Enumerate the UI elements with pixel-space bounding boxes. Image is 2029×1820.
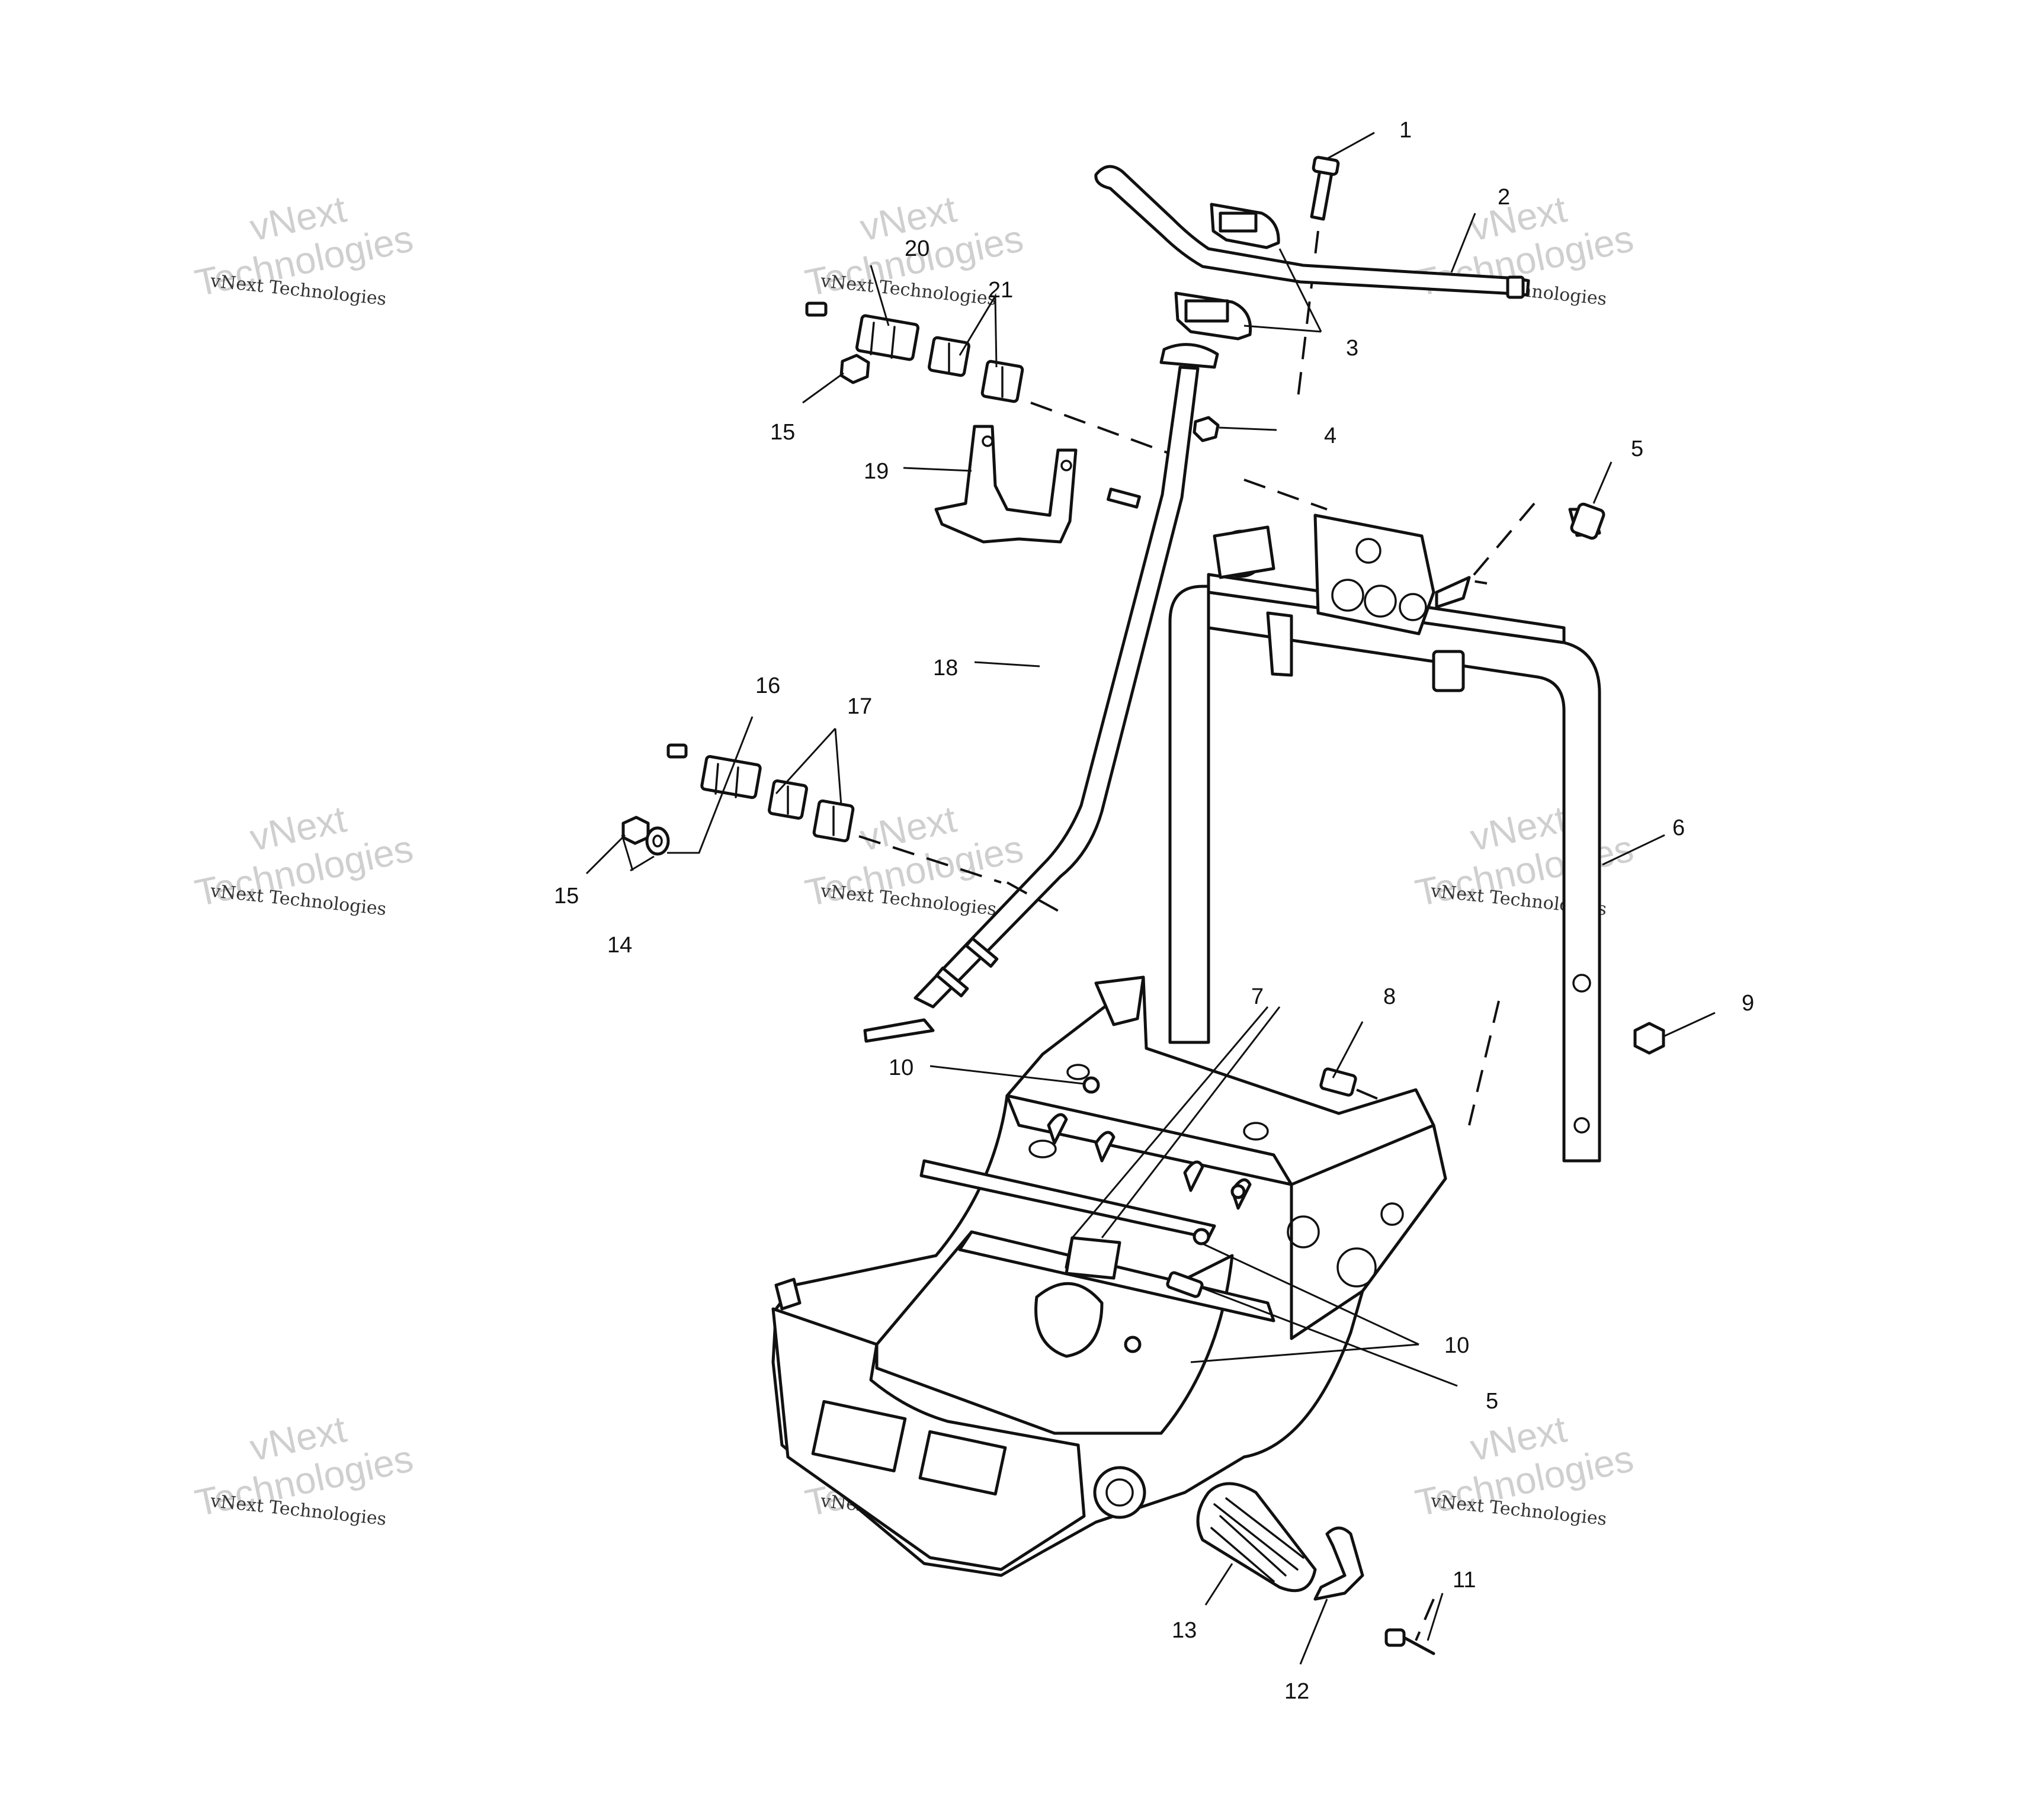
callout-16: 16: [755, 673, 780, 698]
callout-18: 18: [933, 656, 958, 681]
callout-11: 11: [1453, 1568, 1476, 1593]
callout-5-top: 5: [1631, 436, 1643, 461]
callout-20: 20: [905, 236, 929, 261]
leader-lines: [585, 131, 1716, 1665]
callout-5-bottom: 5: [1486, 1389, 1498, 1414]
handlebar-part-2: [1094, 165, 1530, 299]
watermark: vNextTechnologies vNext Technologies: [802, 187, 1027, 310]
nut-part-15-top: [839, 354, 870, 384]
nut-part-15-bottom: [621, 816, 650, 845]
callout-14: 14: [607, 933, 632, 958]
bearing-block-part-16: [666, 743, 762, 800]
callout-1: 1: [1399, 118, 1412, 143]
rivet-part-11: [1384, 1598, 1435, 1655]
callout-15-bottom: 15: [554, 884, 579, 909]
handlebar-clamps-part-3: [1174, 203, 1280, 341]
callout-10-top: 10: [889, 1055, 913, 1080]
bolt-part-5-bottom: [1166, 1271, 1204, 1298]
clamp-halves-part-21: [928, 336, 1328, 511]
steering-bracket-part-19: [934, 425, 1078, 544]
access-cover-part-7: [1065, 1236, 1121, 1280]
nut-part-9: [1633, 1022, 1665, 1055]
callout-8: 8: [1383, 984, 1396, 1009]
callout-3: 3: [1346, 336, 1358, 361]
watermark: vNextTechnologies vNext Technologies: [191, 187, 416, 310]
steering-post-part-18: [863, 343, 1219, 1043]
nut-part-4: [1193, 416, 1220, 442]
rivets-part-10: [1082, 1076, 1246, 1353]
clip-part-12: [1313, 1526, 1364, 1601]
callout-2: 2: [1498, 185, 1510, 210]
watermark: vNextTechnologies vNext Technologies: [1412, 1407, 1637, 1530]
watermark: vNextTechnologies vNext Technologies: [1412, 797, 1637, 920]
callout-21: 21: [988, 278, 1013, 303]
bearing-block-part-20: [805, 301, 920, 361]
boot-part-13: [1196, 1482, 1317, 1593]
callout-9: 9: [1742, 991, 1754, 1016]
callout-7: 7: [1251, 984, 1264, 1009]
callout-4: 4: [1324, 423, 1336, 448]
bolt-part-1: [1296, 156, 1340, 403]
callout-13: 13: [1172, 1618, 1197, 1643]
steering-support-part-6: [1168, 513, 1601, 1163]
callout-15-top: 15: [770, 420, 795, 445]
callout-12: 12: [1284, 1679, 1309, 1704]
bolt-part-5-top: [1467, 502, 1605, 585]
callouts: 1 2 3 4 5 5 6 7 8 9 10 10 11 12 13 14 15…: [554, 118, 1754, 1704]
watermark: vNextTechnologies vNext Technologies: [191, 797, 416, 920]
callout-10-bottom: 10: [1444, 1333, 1469, 1358]
washer-part-14: [645, 826, 670, 856]
watermark: vNextTechnologies vNext Technologies: [191, 1407, 416, 1530]
callout-19: 19: [864, 459, 889, 484]
callout-6: 6: [1672, 816, 1685, 840]
callout-17: 17: [847, 694, 872, 719]
